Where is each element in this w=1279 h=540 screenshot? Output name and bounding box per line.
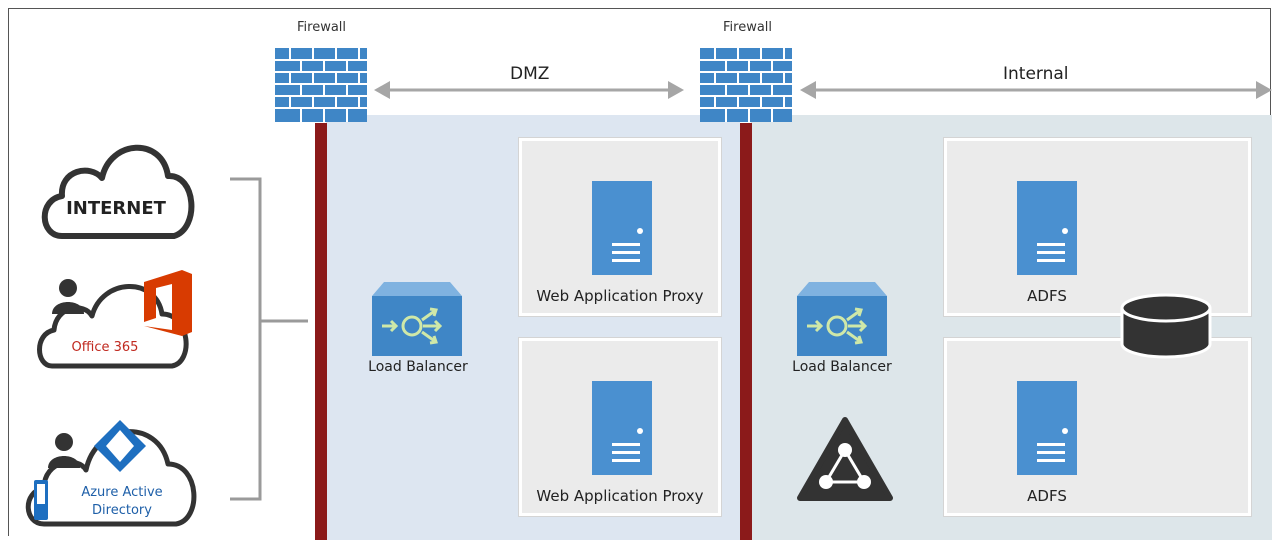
firewall-label-2: Firewall bbox=[723, 20, 773, 35]
firewall-icon bbox=[700, 48, 792, 122]
server-icon bbox=[1017, 181, 1077, 275]
internet-cloud-icon bbox=[41, 144, 195, 239]
internet-label: INTERNET bbox=[66, 198, 166, 219]
internal-load-balancer-label: Load Balancer bbox=[792, 359, 892, 375]
server-label: Web Application Proxy bbox=[536, 287, 704, 305]
firewall-wall-1 bbox=[315, 123, 327, 540]
database-icon bbox=[1120, 293, 1212, 359]
server-label: ADFS bbox=[1027, 287, 1067, 305]
azure-ad-cloud-icon bbox=[25, 420, 197, 527]
cloud-connector bbox=[230, 177, 308, 501]
internal-server-box-2: ADFS bbox=[944, 338, 1251, 516]
server-icon bbox=[592, 381, 652, 475]
load-balancer-icon bbox=[372, 282, 462, 356]
firewall-wall-2 bbox=[740, 123, 752, 540]
load-balancer-icon bbox=[797, 282, 887, 356]
firewall-icon bbox=[275, 48, 367, 122]
dmz-load-balancer-label: Load Balancer bbox=[368, 359, 468, 375]
server-label: Web Application Proxy bbox=[536, 487, 704, 505]
internal-arrow bbox=[800, 81, 1272, 99]
dmz-server-box-2: Web Application Proxy bbox=[519, 338, 721, 516]
dmz-server-box-1: Web Application Proxy bbox=[519, 138, 721, 316]
azure-ad-label: Azure Active Directory bbox=[62, 484, 182, 520]
firewall-label-1: Firewall bbox=[297, 20, 347, 35]
dmz-arrow bbox=[374, 81, 684, 99]
server-icon bbox=[1017, 381, 1077, 475]
internal-label: Internal bbox=[1003, 64, 1069, 84]
network-triangle-icon bbox=[797, 417, 893, 501]
office365-cloud-icon bbox=[37, 270, 192, 369]
office365-label: Office 365 bbox=[71, 340, 139, 355]
server-label: ADFS bbox=[1027, 487, 1067, 505]
internal-server-box-1: ADFS bbox=[944, 138, 1251, 316]
dmz-label: DMZ bbox=[510, 64, 550, 84]
server-icon bbox=[592, 181, 652, 275]
azure-ad-label-line2: Directory bbox=[92, 503, 152, 518]
azure-ad-label-line1: Azure Active bbox=[81, 485, 163, 500]
